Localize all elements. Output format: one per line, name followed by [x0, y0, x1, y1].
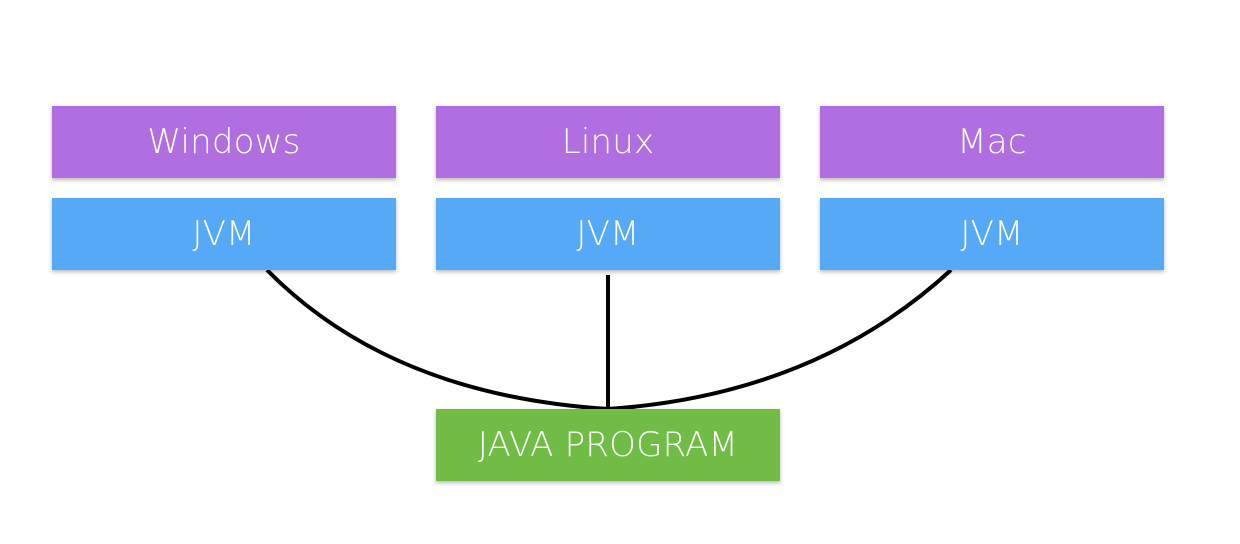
jvm-label-mac: JVM [960, 214, 1024, 254]
os-label-linux: Linux [561, 122, 655, 162]
java-program-label: JAVA PROGRAM [477, 425, 739, 465]
jvm-label-windows: JVM [192, 214, 256, 254]
jvm-box-mac: JVM [820, 198, 1164, 270]
connector-windows-jvm [265, 268, 609, 411]
jvm-box-windows: JVM [52, 198, 396, 270]
java-program-box: JAVA PROGRAM [436, 409, 780, 481]
os-label-windows: Windows [147, 122, 301, 162]
jvm-label-linux: JVM [576, 214, 640, 254]
os-box-windows: Windows [52, 106, 396, 178]
os-box-linux: Linux [436, 106, 780, 178]
connector-mac-jvm [607, 268, 953, 411]
os-label-mac: Mac [957, 122, 1027, 162]
os-box-mac: Mac [820, 106, 1164, 178]
jvm-box-linux: JVM [436, 198, 780, 270]
